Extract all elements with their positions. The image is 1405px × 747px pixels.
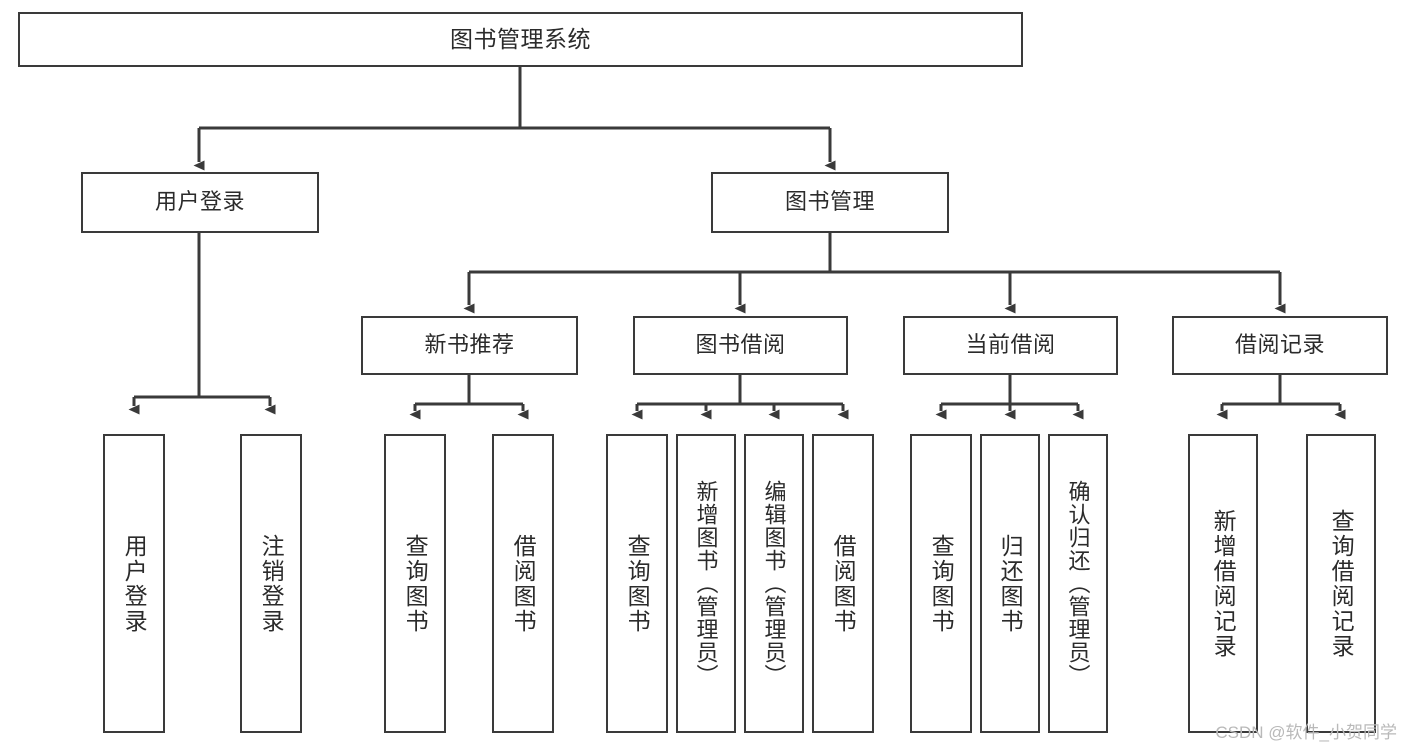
node-new-book-recommend[interactable]: 新书推荐	[361, 316, 578, 375]
node-label: 新增借阅记录	[1210, 508, 1237, 659]
node-leaf-query-book-2[interactable]: 查询图书	[606, 434, 668, 733]
node-user-login[interactable]: 用户登录	[81, 172, 319, 233]
node-label: 归还图书	[997, 533, 1024, 634]
node-label: 编辑图书（管理员）	[761, 480, 787, 687]
node-label: 用户登录	[154, 189, 245, 215]
node-label: 图书管理系统	[450, 25, 591, 52]
node-label: 用户登录	[121, 533, 148, 634]
node-leaf-borrow-book-2[interactable]: 借阅图书	[812, 434, 874, 733]
node-leaf-query-book-1[interactable]: 查询图书	[384, 434, 446, 733]
node-label: 当前借阅	[965, 332, 1056, 358]
node-label: 新书推荐	[424, 332, 515, 358]
node-leaf-query-record[interactable]: 查询借阅记录	[1306, 434, 1376, 733]
node-label: 确认归还（管理员）	[1065, 480, 1091, 687]
node-current-borrow[interactable]: 当前借阅	[903, 316, 1118, 375]
node-root-system[interactable]: 图书管理系统	[18, 12, 1023, 67]
node-book-borrow[interactable]: 图书借阅	[633, 316, 848, 375]
node-leaf-user-login[interactable]: 用户登录	[103, 434, 165, 733]
node-leaf-logout[interactable]: 注销登录	[240, 434, 302, 733]
node-label: 新增图书（管理员）	[693, 480, 719, 687]
node-label: 查询借阅记录	[1328, 508, 1355, 659]
node-label: 查询图书	[928, 533, 955, 634]
node-leaf-add-record[interactable]: 新增借阅记录	[1188, 434, 1258, 733]
node-leaf-borrow-book-1[interactable]: 借阅图书	[492, 434, 554, 733]
csdn-watermark: CSDN @软件_小贺同学	[1215, 723, 1397, 742]
node-leaf-query-book-3[interactable]: 查询图书	[910, 434, 972, 733]
node-borrow-record[interactable]: 借阅记录	[1172, 316, 1388, 375]
node-leaf-confirm-return[interactable]: 确认归还（管理员）	[1048, 434, 1108, 733]
node-label: 借阅图书	[830, 533, 857, 634]
node-leaf-add-book[interactable]: 新增图书（管理员）	[676, 434, 736, 733]
node-label: 注销登录	[258, 533, 285, 634]
node-label: 图书借阅	[695, 332, 786, 358]
node-label: 查询图书	[402, 533, 429, 634]
node-label: 查询图书	[624, 533, 651, 634]
node-leaf-edit-book[interactable]: 编辑图书（管理员）	[744, 434, 804, 733]
node-label: 借阅记录	[1234, 332, 1325, 358]
node-label: 借阅图书	[510, 533, 537, 634]
node-book-management[interactable]: 图书管理	[711, 172, 949, 233]
node-label: 图书管理	[784, 189, 875, 215]
node-leaf-return-book[interactable]: 归还图书	[980, 434, 1040, 733]
